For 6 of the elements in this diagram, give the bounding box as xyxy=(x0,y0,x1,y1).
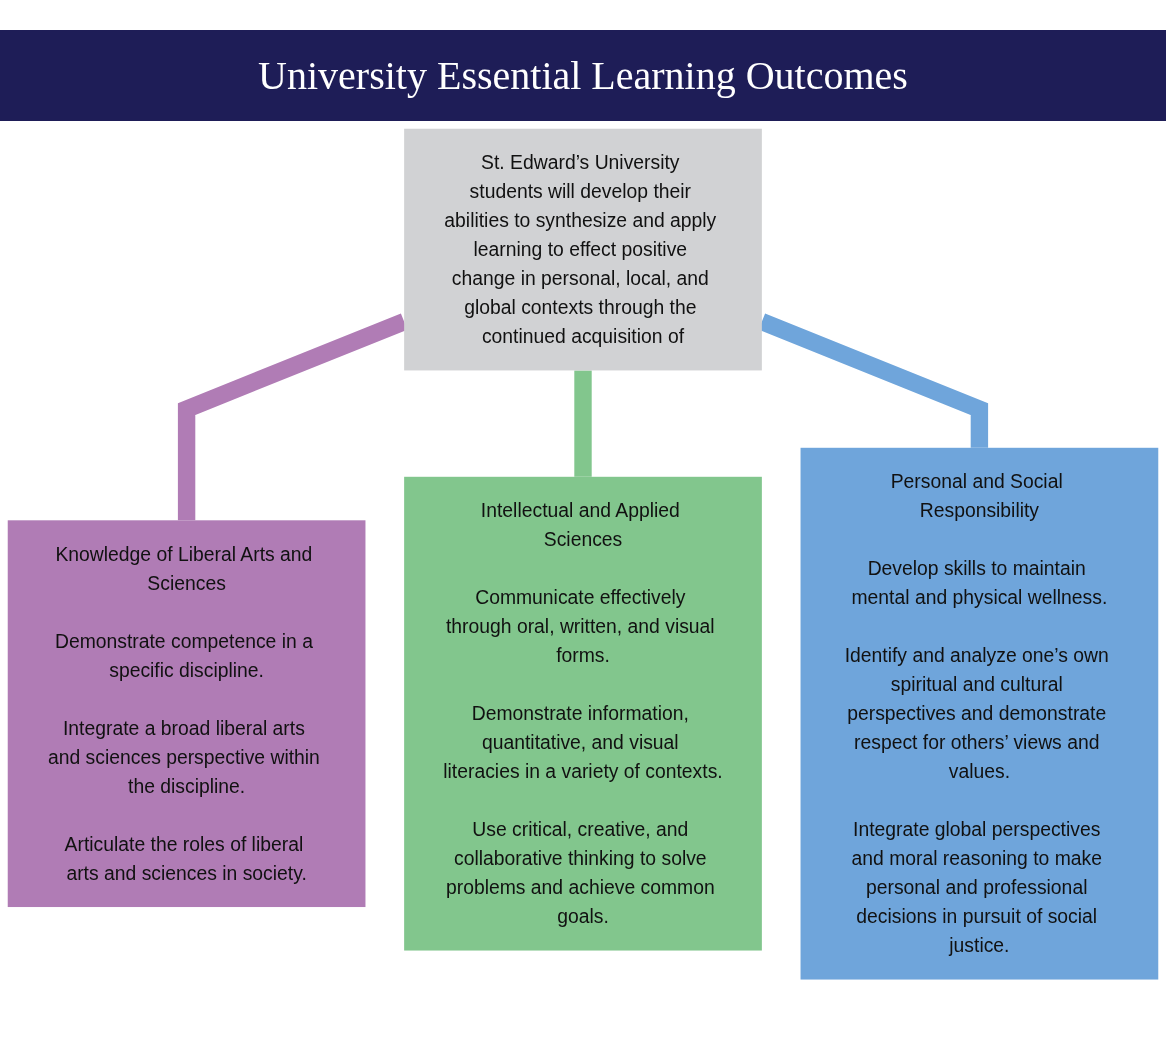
node-box: St. Edward’s University students will develop their abilities to synthesize and apply learning to effect positive change in personal, local, and global contexts through the continued acquisition of xyxy=(404,128,762,371)
node-box: Personal and Social Responsibility Develop skills to maintain mental and physical wellness. Identify and analyze one’s own spiritual and cultural perspectives and demonstrate respect for others’ views and values. Integrate global perspectives and moral reasoning to make personal and professional decisions in pursuit of social justice. xyxy=(800,447,1159,980)
connector xyxy=(574,370,592,477)
title-banner: University Essential Learning Outcomes xyxy=(0,30,1166,121)
node-box: Intellectual and Applied Sciences Communicate effectively through oral, written, and visual forms. Demonstrate information, quantitative, and visual literacies in a variety of contexts. Use critical, creative, and collaborative thinking to solve problems and achieve common goals. xyxy=(404,476,762,951)
node-box: Knowledge of Liberal Arts and Sciences Demonstrate competence in a specific discipline. Integrate a broad liberal arts and sciences perspective within the discipline. Articulate the roles of liberal arts and sciences in society. xyxy=(7,520,366,908)
